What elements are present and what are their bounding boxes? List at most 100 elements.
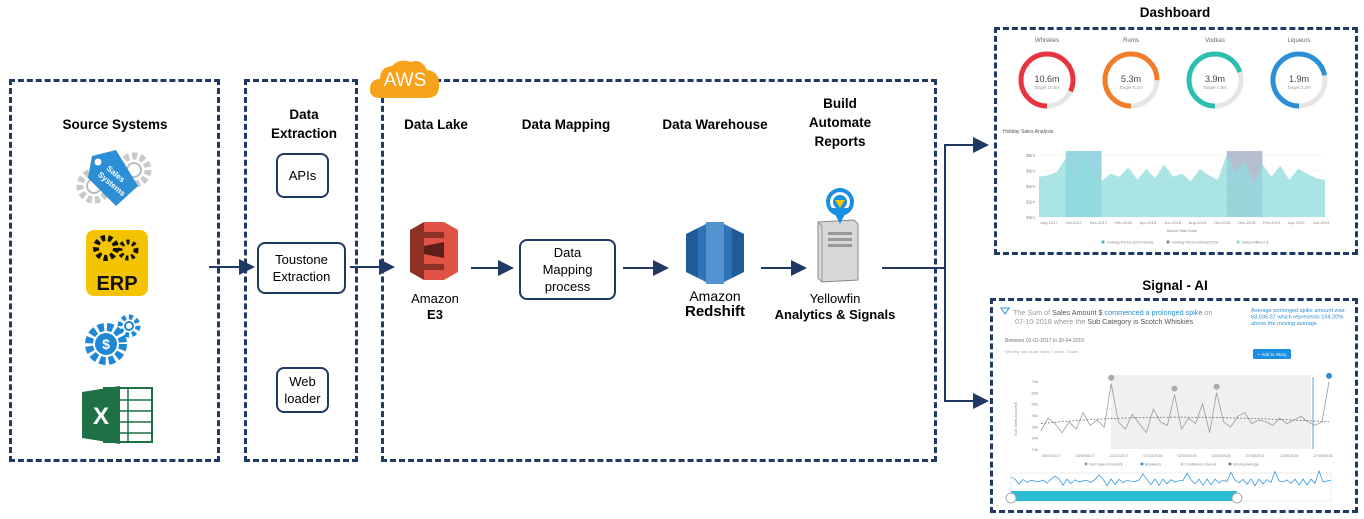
signal-heading: Signal - AI [1142, 278, 1208, 293]
yellowfin-sub: Analytics & Signals [774, 307, 896, 322]
signal-y-tick: 50k [1032, 402, 1038, 407]
signal-sentence-part: on [1202, 308, 1212, 317]
gauge-target: Target 4.9m [1203, 85, 1227, 90]
svg-text:$: $ [102, 336, 110, 352]
dashboard-x-tick: Oct-2018 [1214, 220, 1231, 225]
source-systems-title: Source Systems [62, 117, 168, 132]
signal-legend-item: Confidence Interval [1185, 463, 1216, 467]
dashboard-x-tick: Dec-2018 [1238, 220, 1256, 225]
dashboard-x-tick: Apr-2018 [1140, 220, 1157, 225]
dashboard-legend-item: Sales Millions $ [1242, 241, 1269, 245]
signal-y-tick: 10k [1032, 447, 1038, 452]
range-slider-selection [1011, 491, 1237, 501]
dashboard-x-tick: Jun-2018 [1164, 220, 1181, 225]
signal-legend-swatch [1180, 462, 1184, 466]
gauge-value: 5.3m [1121, 74, 1141, 84]
dashboard-y-tick: $2m [1026, 200, 1035, 205]
add-to-story-label: + Add to Story [1258, 352, 1288, 357]
signal-legend-swatch [1140, 462, 1144, 466]
signal-note-line: Average prolonged spike amount was [1251, 308, 1345, 314]
gauge-target: Target 6.1m [1119, 85, 1143, 90]
gauge-label: Vodkas [1205, 38, 1225, 44]
web-loader-box: Web loader [276, 367, 329, 413]
signal-legend-item: Sum Sales Amount $ [1089, 463, 1123, 467]
excel-icon: X [80, 384, 154, 446]
dashboard-legend-swatch [1101, 240, 1105, 244]
arrow-to-signal [944, 268, 989, 409]
dashboard-legend-item: Holiday Period (2018/2019) [1172, 241, 1219, 245]
dashboard-legend-swatch [1166, 240, 1170, 244]
dashboard-y-tick: $4m [1026, 184, 1035, 189]
amazon-s3-icon [406, 218, 462, 284]
signal-sentence: The Sum of Sales Amount $ commenced a pr… [1013, 308, 1212, 326]
signal-x-tick: 22/06/2018 [1211, 454, 1230, 458]
dashboard-x-tick: Feb-2018 [1115, 220, 1133, 225]
signal-y-tick: 20k [1032, 436, 1038, 441]
range-slider-handle-left[interactable] [1005, 492, 1017, 504]
sales-area [1039, 155, 1325, 217]
signal-y-tick: 40k [1032, 413, 1038, 418]
signal-subnote: *Weekly data (Last Sales 7 years - Scale… [1005, 349, 1079, 354]
signal-note-line: 68,036.37 which represents 154.20% [1251, 315, 1343, 321]
gauge-target: Target 2.2m [1287, 85, 1311, 90]
signal-x-tick: 23/09/2017 [1075, 454, 1094, 458]
breakout-marker [1326, 372, 1332, 379]
signal-x-tick: 27/08/2018 [1245, 454, 1264, 458]
apis-box: APIs [276, 153, 329, 198]
dashboard-x-tick: Aug-2017 [1040, 220, 1058, 225]
range-slider-sparkline [1010, 469, 1332, 487]
arrow-to-dashboard [944, 137, 989, 268]
amazon-redshift-name: Amazon [689, 288, 741, 304]
toustone-extraction-box: Toustone Extraction [257, 242, 346, 294]
yellowfin-server-icon [812, 180, 864, 284]
signal-x-tick: 26/07/2017 [1041, 454, 1060, 458]
finance-gears-icon: $ [84, 312, 144, 368]
data-extraction-title: Data Extraction [270, 107, 338, 141]
gauge-arc [1270, 51, 1328, 109]
signal-legend-item: Moving Average [1233, 463, 1259, 467]
aws-label: AWS [383, 70, 427, 91]
dashboard-y-tick: $6m [1026, 169, 1035, 174]
add-to-story-button[interactable] [1253, 349, 1291, 359]
data-mapping-process-box: Data Mapping process [519, 239, 616, 300]
gauge-label: Rums [1123, 38, 1139, 44]
signal-legend-swatch [1084, 462, 1088, 466]
gauge-arc [1018, 51, 1076, 109]
signal-legend-item: Breakouts [1145, 463, 1161, 467]
data-warehouse-title: Data Warehouse [662, 117, 768, 132]
signal-note-line: above the moving average [1251, 321, 1317, 327]
gauge-value: 3.9m [1205, 74, 1225, 84]
dashboard-x-tick: Oct-2017 [1066, 220, 1083, 225]
svg-text:X: X [93, 403, 109, 430]
data-lake-title: Data Lake [404, 117, 468, 132]
gauge-value: 1.9m [1289, 74, 1309, 84]
build-reports-title: Build Automate Reports [808, 96, 872, 149]
amazon-redshift-icon [684, 220, 746, 286]
yellowfin-name: Yellowfin [809, 291, 861, 306]
signal-panel: The Sum of Sales Amount $ commenced a pr… [1000, 307, 1345, 504]
dashboard-y-tick: $0m [1026, 215, 1035, 220]
signal-y-axis-label: Sum Sales Amount $ [1014, 402, 1018, 436]
signal-x-tick: 07/03/2018 [1143, 454, 1162, 458]
dashboard-y-tick: $8m [1026, 153, 1035, 158]
dashboard-chart-title: Holiday Sales Analysis [1003, 129, 1054, 135]
range-slider-handle-right[interactable] [1231, 492, 1243, 504]
data-mapping-title: Data Mapping [521, 117, 611, 132]
amazon-s3-name: Amazon [411, 291, 459, 306]
gauge-arc [1186, 51, 1244, 109]
dashboard-x-tick: Apr-2019 [1288, 220, 1305, 225]
dashboard-x-tick: Aug-2018 [1189, 220, 1207, 225]
filter-icon [1000, 307, 1010, 315]
dashboard-legend-item: Holiday Period (2017/2018) [1107, 241, 1154, 245]
gauge-label: Liqueurs [1287, 38, 1310, 44]
signal-series-line [1040, 381, 1330, 434]
signal-sentence-part: Sub Category is Scotch Whiskies [1087, 317, 1193, 326]
confidence-band [1111, 375, 1311, 449]
breakout-marker [1171, 385, 1178, 392]
amazon-s3-sub: E3 [427, 307, 443, 322]
signal-sentence-part: 07-10-2018 where the [1013, 317, 1087, 326]
breakout-marker [1108, 374, 1115, 381]
signal-x-tick: 02/05/2018 [1177, 454, 1196, 458]
signal-x-tick: 27/09/2018 [1313, 454, 1332, 458]
